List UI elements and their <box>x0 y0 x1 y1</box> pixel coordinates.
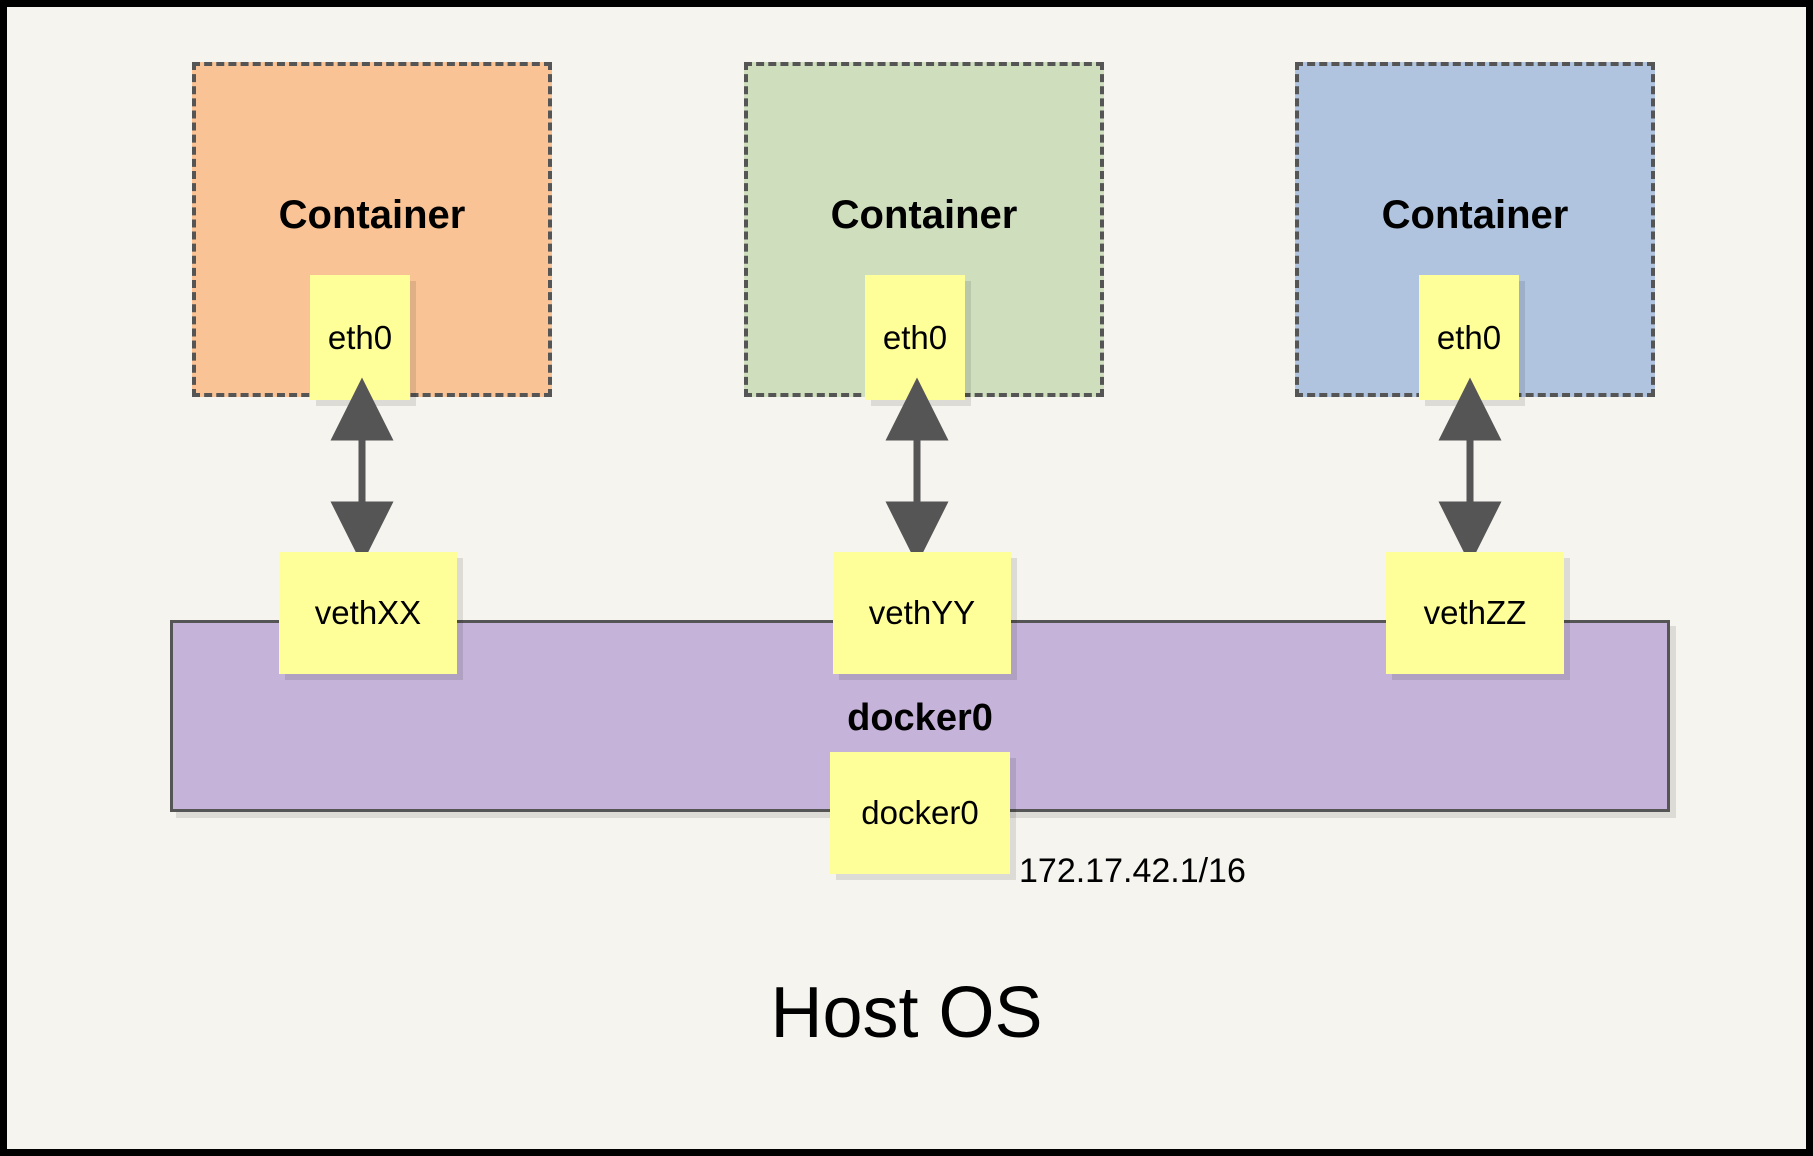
container-title-2: Container <box>830 193 1018 237</box>
arrow-container-1-to-veth-1 <box>330 377 394 565</box>
arrow-container-2-to-veth-2 <box>885 377 949 565</box>
docker0-interface-box: docker0 <box>830 752 1010 874</box>
veth-box-3: vethZZ <box>1386 552 1564 674</box>
host-os-label: Host OS <box>770 973 1043 1053</box>
veth-box-2: vethYY <box>833 552 1011 674</box>
veth-box-1: vethXX <box>279 552 457 674</box>
container-title-3: Container <box>1381 193 1569 237</box>
eth0-box-3: eth0 <box>1419 275 1519 400</box>
eth0-box-1: eth0 <box>310 275 410 400</box>
docker0-bridge-label: docker0 <box>847 697 993 739</box>
container-title-1: Container <box>278 193 466 237</box>
eth0-box-2: eth0 <box>865 275 965 400</box>
docker0-ip-label: 172.17.42.1/16 <box>1019 852 1246 890</box>
arrow-container-3-to-veth-3 <box>1438 377 1502 565</box>
